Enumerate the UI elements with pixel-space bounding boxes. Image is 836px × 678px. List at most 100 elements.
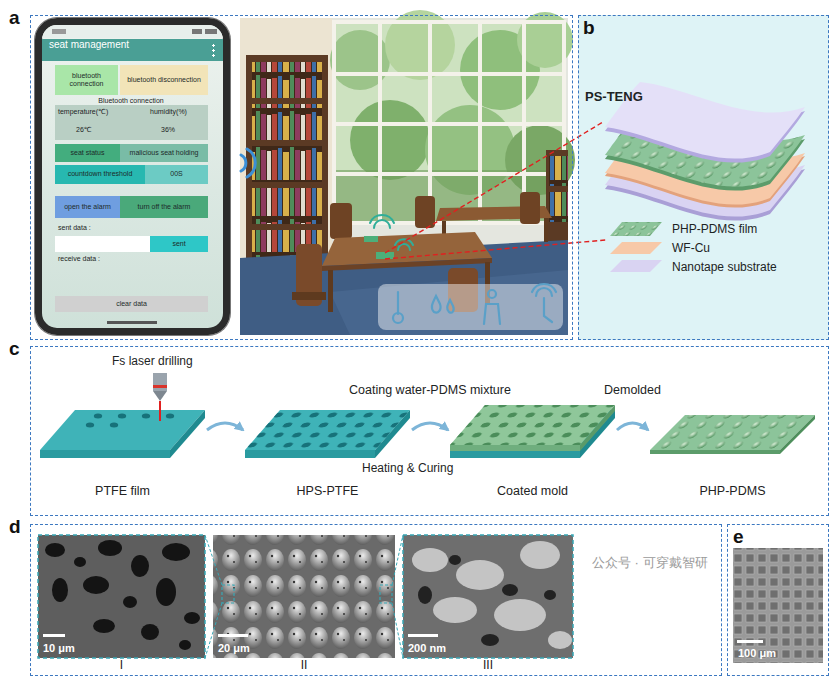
app-button: seat status — [55, 144, 120, 162]
device-layers-part — [610, 242, 662, 254]
process-step: PHP-PDMS — [650, 405, 815, 500]
device-layers-part — [610, 222, 662, 236]
button-label: clear data — [116, 300, 147, 308]
process-art — [40, 373, 815, 458]
sem-images-part — [418, 555, 556, 646]
process-art-part — [780, 415, 815, 454]
library-scene-part — [330, 203, 352, 239]
process-step: PTFE film — [40, 405, 205, 500]
layer-name: PHP-PDMS film — [672, 223, 757, 237]
library-scene-part — [520, 192, 540, 224]
process-art-part — [159, 401, 161, 421]
arrow-label: Coating water-PDMS mixture — [347, 383, 513, 397]
library-scene-part-part — [544, 298, 552, 322]
sem-images-part — [403, 535, 573, 658]
sem-images-part — [380, 585, 392, 603]
process-art-part — [166, 414, 174, 419]
sem-images-part — [43, 634, 763, 643]
process-art-part — [153, 385, 167, 388]
process-art-part — [94, 414, 102, 419]
sem-images-part-part — [481, 634, 499, 646]
sem-images-part-part — [83, 576, 109, 594]
library-scene-part-part — [536, 288, 552, 296]
library-scene-part — [378, 284, 563, 330]
library-scene-part-part — [484, 304, 500, 324]
library-scene-part — [544, 218, 548, 242]
library-scene-part-part — [332, 122, 566, 126]
button-label: malicious seat holding — [130, 149, 199, 157]
sem-images-part — [205, 535, 403, 658]
library-scene-part-part — [332, 72, 566, 76]
sem-images-part-part — [98, 540, 122, 556]
panel-letter: c — [9, 338, 20, 360]
arrow-label: Demolded — [602, 383, 663, 397]
process-art-part — [153, 373, 167, 391]
panel-frame: cPTFE filmHPS-PTFECoated moldPHP-PDMS — [30, 346, 829, 516]
sem-images-part-part — [93, 619, 115, 633]
text-input — [55, 236, 150, 252]
field-name: temperature(℃) — [58, 108, 108, 116]
library-scene-part — [350, 100, 430, 180]
sem-images-part — [412, 541, 572, 649]
process-arrow — [617, 423, 648, 430]
app-button: turn off the alarm — [120, 196, 208, 218]
sem-images-part-part — [43, 634, 65, 637]
button-label: bluetooth connection — [57, 72, 116, 88]
field-name: receive data : — [58, 255, 100, 263]
library-scene-part — [252, 188, 322, 224]
app-button: bluetooth disconnection — [120, 65, 208, 95]
device-layers — [605, 82, 805, 272]
image-numeral: I — [38, 659, 205, 672]
process-arrow — [207, 423, 243, 430]
sem-images-part-part — [131, 555, 149, 577]
process-art-part — [650, 415, 815, 450]
app-button: open the alarm — [55, 196, 120, 218]
sem-images-part-part — [737, 640, 763, 643]
step-caption: PHP-PDMS — [650, 484, 815, 498]
process-art-part — [40, 450, 170, 458]
step-caption: PTFE film — [40, 484, 205, 498]
library-scene-part-part — [393, 313, 403, 323]
sem-images-part-part — [502, 584, 518, 596]
process-art-part — [650, 415, 815, 450]
panel-frame: b — [578, 15, 829, 340]
sem-images-part-part — [184, 612, 200, 624]
step-note: Heating & Curing — [362, 462, 453, 476]
sem-images-part-part — [156, 578, 176, 606]
sem-images-part-part — [433, 597, 477, 623]
sem-images-part-part — [544, 590, 556, 600]
panel-frame: e100 μm — [727, 524, 829, 676]
library-scene-part — [332, 20, 566, 225]
status-icon — [205, 29, 217, 34]
field-value: 36% — [161, 126, 175, 134]
library-scene-part — [364, 236, 378, 242]
step-caption: Coated mold — [450, 484, 615, 498]
sem-images-part — [222, 585, 234, 603]
device-layers-part — [610, 260, 662, 272]
sem-images-part-part — [52, 578, 68, 602]
scale-bar-text: 10 μm — [43, 642, 75, 654]
wireless-symbol-part — [247, 149, 255, 177]
field-name: humidity(%) — [150, 108, 187, 116]
library-scene-part — [328, 270, 333, 312]
wireless-symbol-part — [241, 155, 246, 171]
sem-image: 100 μm — [733, 548, 823, 663]
library-scene-part — [415, 196, 435, 228]
sem-images-part — [38, 535, 205, 658]
library-scene-part-part — [432, 296, 441, 313]
button-label: bluetooth disconnection — [127, 76, 201, 84]
field-name: sent data : — [58, 224, 91, 232]
button-label: turn off the alarm — [138, 203, 191, 211]
sem-images-part-part — [74, 557, 86, 567]
sem-images-part-part — [449, 555, 461, 565]
field-value: 26℃ — [76, 126, 92, 134]
library-scene-part — [252, 62, 322, 98]
layer-name: Nanotape substrate — [672, 261, 777, 275]
scale-bar-text: 20 μm — [218, 642, 250, 654]
wireless-symbol — [241, 149, 255, 177]
process-art-part — [450, 445, 580, 451]
sem-images-part-part — [205, 535, 222, 585]
library-scene-part — [252, 146, 322, 182]
process-step: Coated mold — [450, 405, 615, 500]
